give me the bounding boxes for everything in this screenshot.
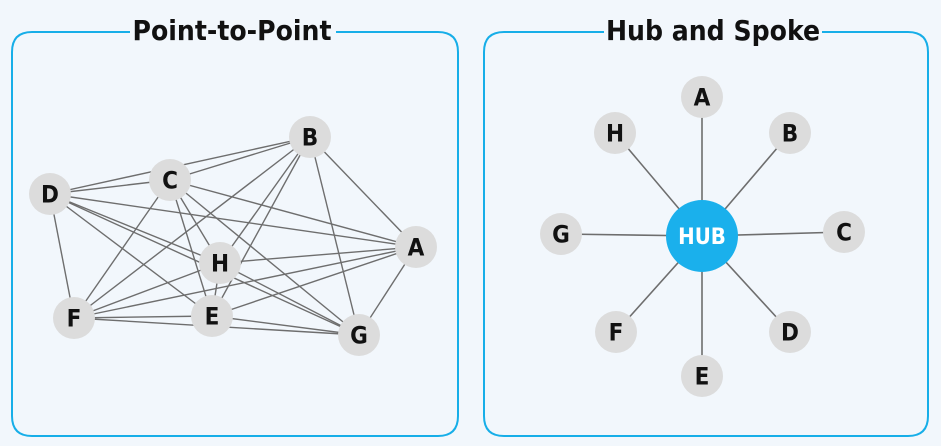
p2p-node-d-circle [29,173,71,215]
p2p-node-h-label: H [211,250,229,278]
spoke-node-e: E [681,355,723,397]
p2p-node-c-circle [149,159,191,201]
spoke-node-h-circle [594,112,636,154]
spoke-node-g-circle [540,213,582,255]
point-to-point-panel [11,31,459,437]
edge-h-g [219,262,360,336]
p2p-node-b-label: B [302,124,318,152]
hub-node-label: HUB [678,225,726,250]
edge-e-g [211,315,360,336]
p2p-node-e-label: E [205,303,220,331]
edge-b-c [169,136,311,181]
spoke-node-b: B [769,112,811,154]
hub-node-circle [666,200,738,272]
spoke-node-b-circle [769,112,811,154]
edge-d-a [49,193,417,248]
edge-a-e [211,246,417,317]
p2p-node-b: B [289,116,331,158]
p2p-node-c: C [149,159,191,201]
p2p-node-h-circle [199,242,241,284]
p2p-node-a: A [395,226,437,268]
p2p-node-b-circle [289,116,331,158]
p2p-node-a-label: A [408,234,425,262]
hub-and-spoke-title: Hub and Spoke [606,14,820,47]
p2p-node-g-label: G [350,322,368,350]
point-to-point-title: Point-to-Point [132,14,331,47]
spoke-node-f-label: F [609,319,624,347]
p2p-node-g-circle [338,314,380,356]
spoke-node-b-label: B [782,120,798,148]
spoke-node-d-circle [769,311,811,353]
edge-b-f [73,136,311,319]
spoke-node-d: D [769,311,811,353]
p2p-node-f-label: F [67,305,82,333]
hub-and-spoke-panel [483,31,929,437]
hub-spoke-nodes: A B C D E F G H HUB [540,76,865,397]
spoke-node-c: C [823,211,865,253]
p2p-node-f-circle [53,297,95,339]
edge-b-h [219,136,311,264]
edge-b-g [309,136,360,336]
spoke-node-c-circle [823,211,865,253]
p2p-node-d: D [29,173,71,215]
spoke-node-f-circle [595,311,637,353]
spoke-node-e-circle [681,355,723,397]
p2p-node-a-circle [395,226,437,268]
spoke-node-a-label: A [694,84,711,112]
p2p-node-h: H [199,242,241,284]
edge-c-g [169,179,360,336]
p2p-node-e: E [191,295,233,337]
edge-a-h [219,246,417,264]
p2p-node-f: F [53,297,95,339]
p2p-node-c-label: C [162,167,178,195]
edge-c-e [169,179,213,317]
spoke-node-a: A [681,76,723,118]
edge-a-f [73,246,417,319]
edge-d-f [49,193,75,319]
spoke-node-a-circle [681,76,723,118]
edge-d-h [49,193,221,264]
edge-f-e [73,315,213,319]
point-to-point-connections [49,136,417,336]
spoke-node-f: F [595,311,637,353]
spoke-node-g-label: G [552,221,570,249]
spoke-node-h-label: H [606,120,624,148]
spoke-node-h: H [594,112,636,154]
edge-h-f [73,262,221,319]
spoke-node-g: G [540,213,582,255]
point-to-point-nodes: B C D A H F E G [29,116,437,356]
p2p-node-g: G [338,314,380,356]
hub-node: HUB [666,200,738,272]
p2p-node-d-label: D [41,181,59,209]
edge-b-a [309,136,417,248]
p2p-node-e-circle [191,295,233,337]
spoke-node-c-label: C [836,219,852,247]
spoke-node-d-label: D [781,319,799,347]
edge-c-a [169,179,417,248]
spoke-node-e-label: E [695,363,710,391]
